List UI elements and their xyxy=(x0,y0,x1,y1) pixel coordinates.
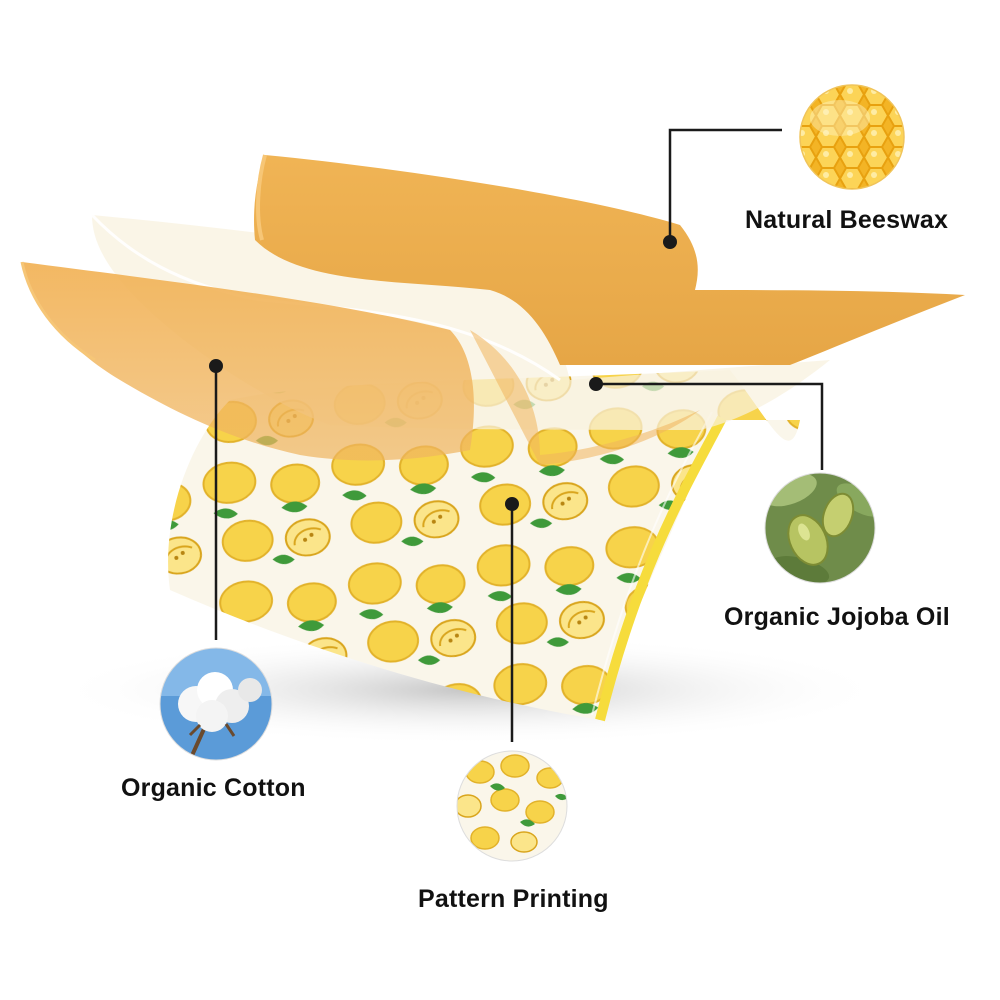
organic-jojoba-oil-label: Organic Jojoba Oil xyxy=(724,603,950,631)
jojoba-leader-line xyxy=(596,382,824,470)
jojoba-fruit-icon xyxy=(764,472,876,584)
jojoba-dot xyxy=(589,377,603,391)
leader-lines xyxy=(214,128,824,742)
pattern-dot xyxy=(505,497,519,511)
lemon-pattern-icon xyxy=(456,750,568,862)
pattern-printing-label: Pattern Printing xyxy=(418,885,609,913)
beeswax-leader-line xyxy=(668,128,782,242)
leader-dots xyxy=(209,235,677,511)
beeswax-front-sheet xyxy=(20,261,700,465)
cotton-boll-icon xyxy=(159,647,273,761)
organic-cotton-label: Organic Cotton xyxy=(121,774,306,802)
beeswax-back-sheet xyxy=(254,154,965,365)
honeycomb-icon xyxy=(799,84,905,190)
beeswax-dot xyxy=(663,235,677,249)
natural-beeswax-label: Natural Beeswax xyxy=(745,206,949,234)
cotton-dot xyxy=(209,359,223,373)
